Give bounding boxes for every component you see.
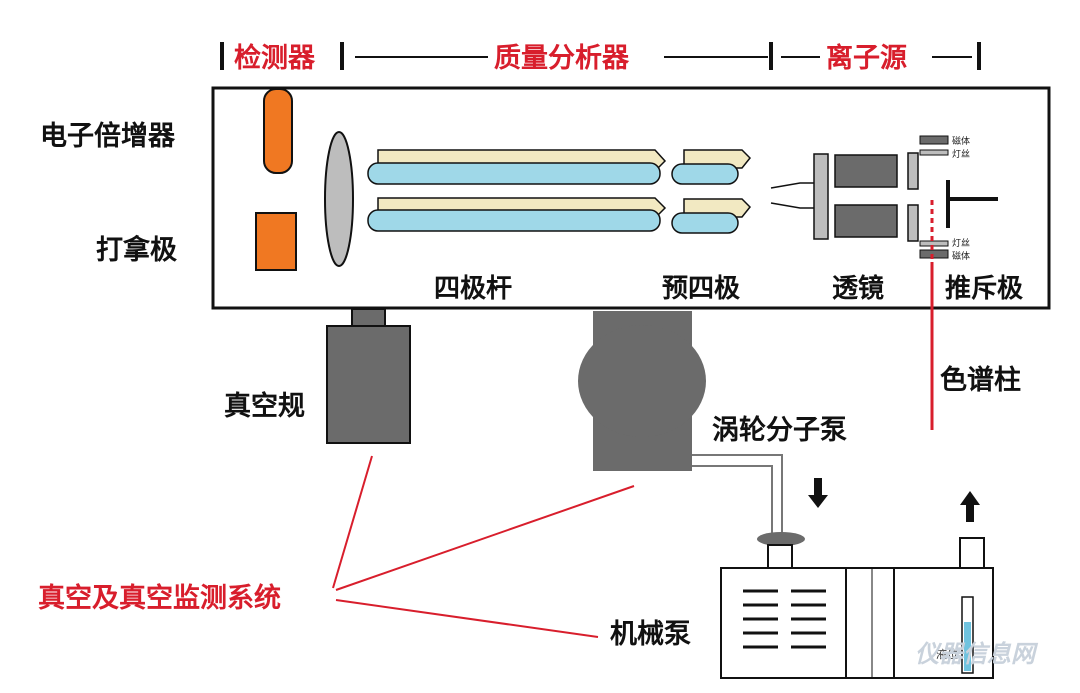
vacuum-gauge — [326, 308, 411, 444]
label-turbo-pump: 涡轮分子泵 — [712, 415, 847, 446]
label-dynode: 打拿极 — [96, 235, 177, 266]
section-mass-analyzer: 质量分析器 — [494, 43, 629, 74]
label-quadrupole: 四极杆 — [434, 274, 513, 304]
turbo-pump — [578, 311, 706, 471]
flow-arrow-up — [960, 491, 980, 522]
label-magnet-bottom: 磁体 — [952, 252, 971, 262]
prequadrupole-rods — [671, 149, 752, 234]
label-electron-multiplier: 电子倍增器 — [40, 121, 175, 152]
label-column: 色谱柱 — [940, 365, 1021, 396]
ion-lens — [770, 152, 919, 242]
label-liquid-level: 液位 — [936, 648, 958, 661]
magnets-filaments — [919, 135, 949, 259]
exit-lens — [324, 131, 354, 267]
pipe-flange — [757, 532, 805, 546]
quadrupole-rods — [367, 149, 667, 232]
foreline-pipe — [692, 454, 783, 540]
vacuum-system-pointers — [332, 455, 635, 638]
mechanical-pump — [720, 537, 994, 679]
section-detector: 检测器 — [234, 43, 315, 74]
label-repeller: 推斥极 — [945, 274, 1024, 304]
repeller — [946, 180, 998, 228]
label-vacuum-system: 真空及真空监测系统 — [38, 583, 281, 614]
flow-arrow-down — [808, 478, 828, 508]
watermark: 仪器信息网 — [915, 640, 1035, 668]
electron-multiplier — [263, 88, 293, 174]
label-lens: 透镜 — [832, 274, 885, 304]
dynode — [255, 212, 297, 271]
label-mechanical-pump: 机械泵 — [610, 619, 691, 650]
label-filament-bottom: 灯丝 — [952, 239, 971, 249]
label-vacuum-gauge: 真空规 — [224, 391, 305, 422]
label-filament-top: 灯丝 — [952, 150, 971, 160]
section-header-lines — [220, 42, 981, 70]
section-ion-source: 离子源 — [826, 43, 907, 74]
label-magnet-top: 磁体 — [952, 137, 971, 147]
label-prequadrupole: 预四极 — [662, 274, 741, 304]
